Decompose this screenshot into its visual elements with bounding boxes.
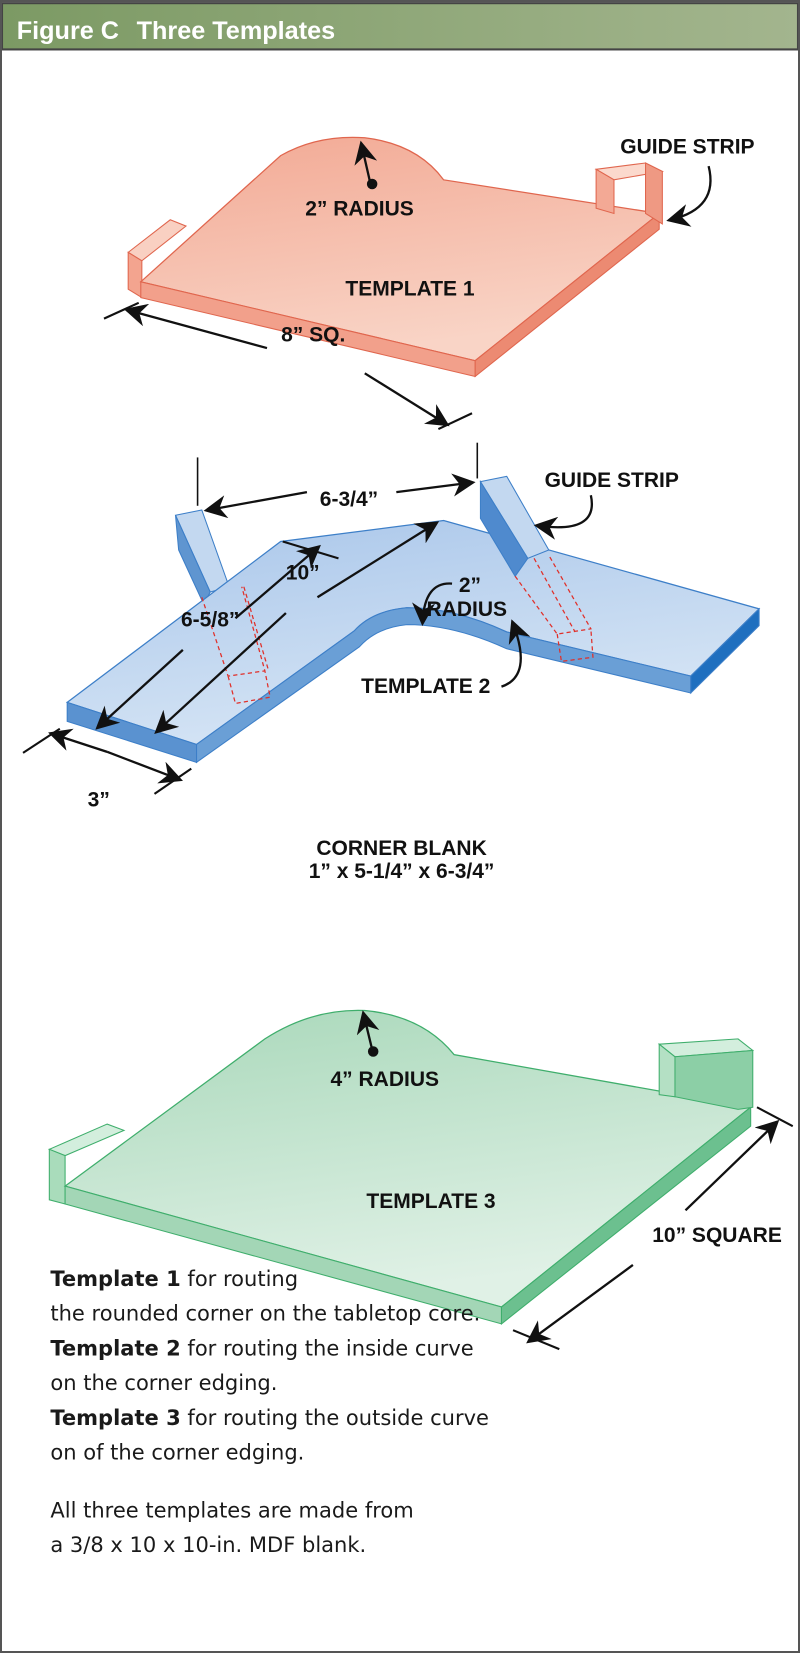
figure-title: Three Templates: [137, 17, 336, 45]
caption-template-1-text: for routing: [181, 1266, 298, 1291]
corner-blank-title: CORNER BLANK: [316, 837, 486, 860]
template-2-radius-value: 2”: [459, 574, 481, 597]
corner-blank-size: 1” x 5-1/4” x 6-3/4”: [309, 860, 495, 883]
caption-template-2: Template 2: [50, 1335, 180, 1360]
template-1-size-label: 8” SQ.: [281, 324, 345, 347]
caption-template-1-line2: the rounded corner on the tabletop core.: [50, 1301, 480, 1326]
caption-note-line1: All three templates are made from: [50, 1497, 413, 1522]
caption-template-2-text: for routing the inside curve: [181, 1335, 474, 1360]
figure-label: Figure C: [17, 17, 119, 45]
caption: Template 1 for routing the rounded corne…: [50, 1266, 489, 1557]
template-2-long-label: 10”: [286, 561, 320, 584]
caption-template-3: Template 3: [50, 1405, 180, 1430]
template-2-end-label: 3”: [88, 789, 110, 812]
svg-text:Template 3 for routing the out: Template 3 for routing the outside curve: [50, 1405, 489, 1430]
template-1-drawing: 2” RADIUS TEMPLATE 1 GUIDE STRIP 8” SQ.: [103, 136, 755, 430]
svg-text:Template 1 for routing: Template 1 for routing: [50, 1266, 298, 1291]
template-3-size-label: 10” SQUARE: [652, 1224, 782, 1247]
caption-template-2-line2: on the corner edging.: [50, 1370, 277, 1395]
caption-template-3-line2: on of the corner edging.: [50, 1440, 304, 1465]
template-2-guide-strip-label: GUIDE STRIP: [545, 469, 679, 492]
template-2-drawing: 6-3/4” GUIDE STRIP 2” RADIUS 10” 6-5/8” …: [22, 442, 761, 883]
template-2-label: TEMPLATE 2: [361, 675, 490, 698]
svg-text:Template 2 for routing the ins: Template 2 for routing the inside curve: [50, 1335, 473, 1360]
caption-template-1: Template 1: [50, 1266, 180, 1291]
caption-template-3-text: for routing the outside curve: [181, 1405, 489, 1430]
template-1-radius-label: 2” RADIUS: [305, 198, 414, 221]
caption-note-line2: a 3/8 x 10 x 10-in. MDF blank.: [50, 1532, 366, 1557]
template-2-short-label: 6-5/8”: [181, 609, 239, 632]
template-3-label: TEMPLATE 3: [366, 1190, 495, 1213]
template-3-radius-label: 4” RADIUS: [330, 1068, 439, 1091]
figure-header: Figure C Three Templates: [2, 2, 798, 51]
template-1-guide-strip-label: GUIDE STRIP: [620, 136, 754, 159]
template-2-width-label: 6-3/4”: [320, 488, 378, 511]
template-3-drawing: 4” RADIUS TEMPLATE 3 10” SQUARE: [47, 1009, 794, 1351]
template-1-label: TEMPLATE 1: [345, 277, 475, 300]
template-2-radius-word: RADIUS: [426, 598, 507, 621]
